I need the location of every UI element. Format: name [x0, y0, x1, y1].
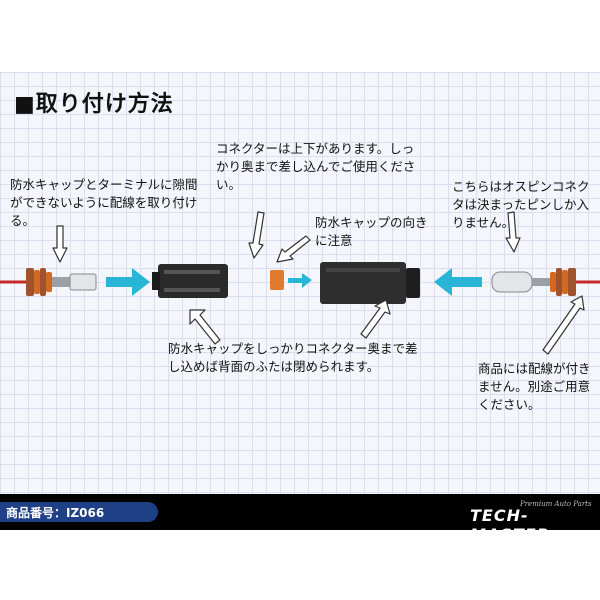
orange-cap	[270, 270, 284, 290]
pointer-arrow-cap	[276, 235, 311, 263]
note-cap-direction: 防水キャップの向きに注意	[315, 215, 428, 248]
pointer-arrow-male-pin	[505, 211, 521, 253]
note-no-wire: 商品には配線が付きません。別途ご用意ください。	[478, 361, 591, 412]
left-terminal	[52, 273, 97, 291]
cap-arrow	[288, 273, 312, 288]
pointer-arrow-back-cover-right	[360, 299, 391, 339]
female-connector	[152, 264, 228, 298]
note-back-cover: 防水キャップをしっかりコネクター奥まで差し込めば背面のふたは閉められます。	[168, 341, 418, 374]
top-band	[0, 0, 600, 72]
pointer-arrow-no-wire	[542, 295, 585, 355]
pointer-arrow-back-cover-left	[189, 309, 221, 345]
right-terminal	[491, 271, 550, 293]
note-left-terminal: 防水キャップとターミナルに隙間ができないように配線を取り付ける。	[10, 177, 198, 228]
pointer-arrow-connector	[248, 211, 265, 259]
logo-tagline: Premium Auto Parts	[520, 500, 592, 508]
assembly-arrow-2	[434, 268, 482, 296]
note-male-pin: こちらはオスピンコネクタは決まったピンしか入りません。	[452, 179, 590, 230]
left-waterproof-cap	[26, 268, 52, 296]
male-connector	[320, 262, 420, 304]
product-code: 商品番号：IZ066	[6, 506, 105, 520]
section-title: ■取り付け方法	[14, 92, 174, 117]
pointer-arrow-left-terminal	[52, 225, 68, 263]
right-waterproof-cap	[550, 268, 576, 296]
note-connector-orientation: コネクターは上下があります。しっかり奥まで差し込んでご使用ください。	[216, 141, 416, 192]
bottom-band	[0, 530, 600, 600]
product-code-pill	[0, 502, 158, 522]
assembly-arrow-1	[106, 268, 150, 296]
